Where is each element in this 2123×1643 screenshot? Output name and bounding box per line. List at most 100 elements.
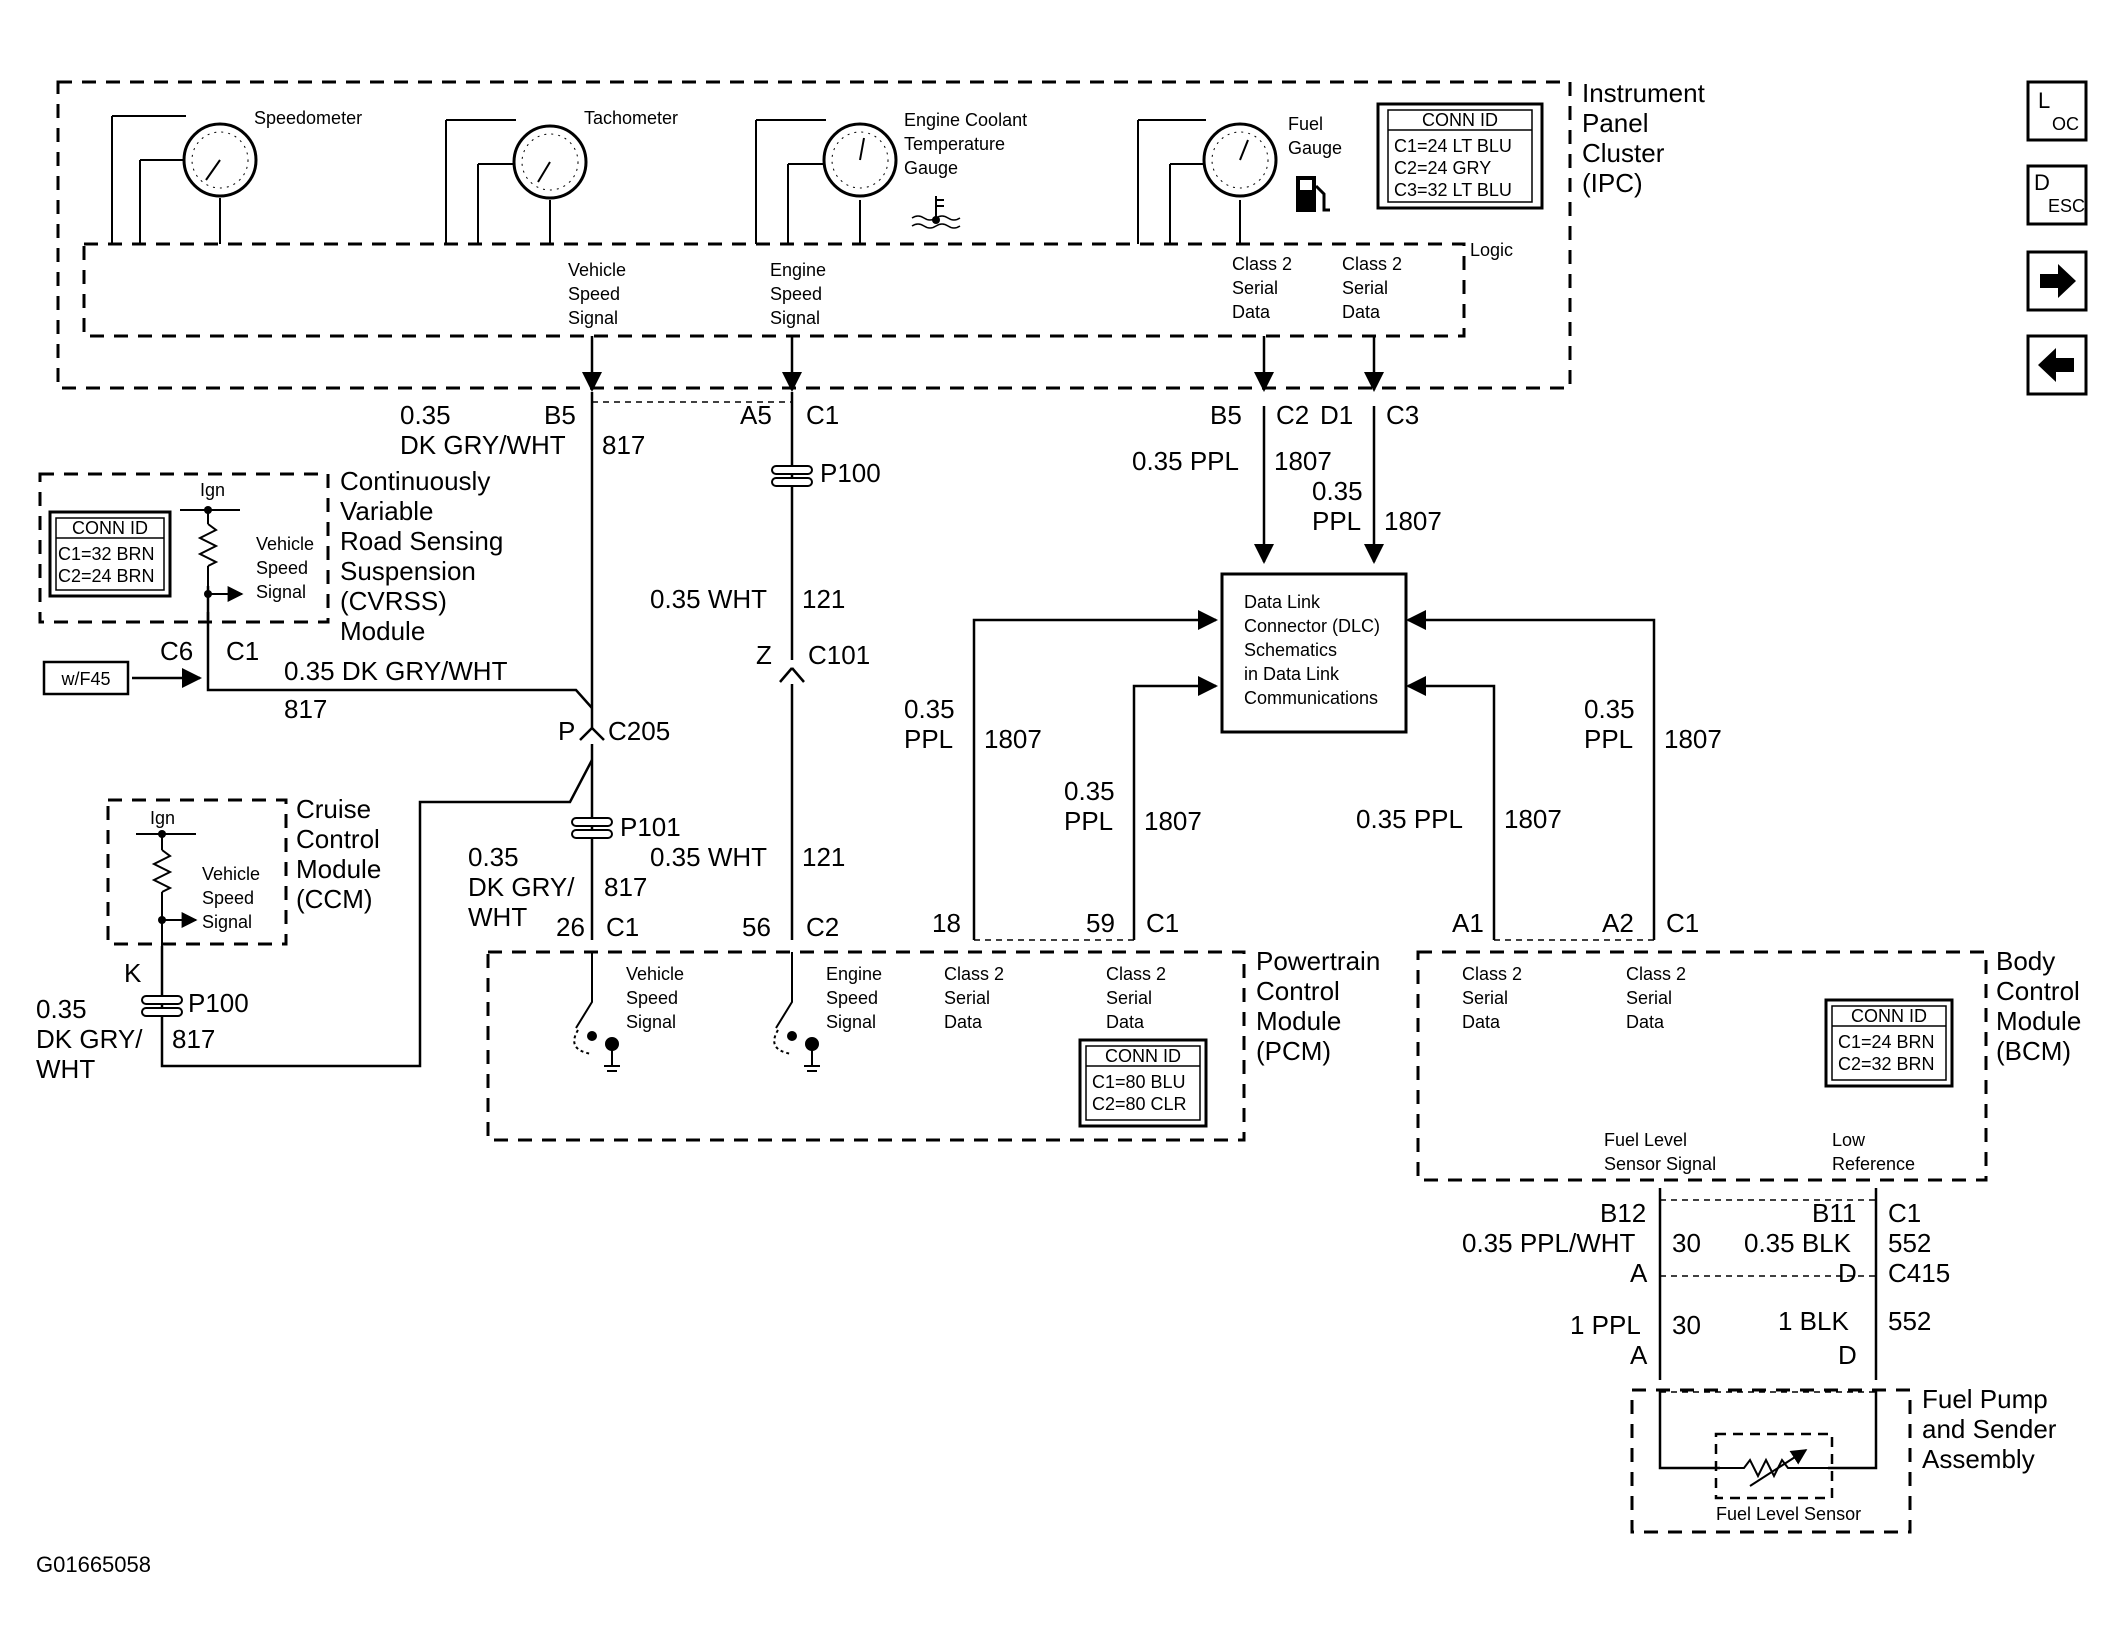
ppl-a: 0.35 PPL: [1132, 446, 1239, 476]
c415-pin-a: A: [1630, 1258, 1648, 1288]
ppl-b-color: PPL: [1312, 506, 1361, 536]
desc-label-sub: ESC: [2048, 196, 2085, 216]
cvrss-title-1: Continuously: [340, 466, 490, 496]
pcm-title-4: (PCM): [1256, 1036, 1331, 1066]
ipc-ess-label-2: Speed: [770, 284, 822, 304]
prev-page-button[interactable]: [2026, 334, 2088, 396]
bcm-class2a-3: Data: [1462, 1012, 1501, 1032]
pcm-pin-56: 56: [742, 912, 771, 942]
ipc-c3: C3: [1386, 400, 1419, 430]
ccm-color2: WHT: [36, 1054, 95, 1084]
bcm-title-3: Module: [1996, 1006, 2081, 1036]
fuel-gauge-label-2: Gauge: [1288, 138, 1342, 158]
p101-label: P101: [620, 812, 681, 842]
pcm-class2b-1: Class 2: [1106, 964, 1166, 984]
ccm-title-1: Cruise: [296, 794, 371, 824]
p-pin: P: [558, 716, 575, 746]
pcm-c2: C2: [806, 912, 839, 942]
bcm-a2-color: PPL: [1584, 724, 1633, 754]
pcm-ess-1: Engine: [826, 964, 882, 984]
pcm-vss-switch: [573, 952, 620, 1072]
bcm-conn-id-box: CONN ID C1=24 BRN C2=32 BRN: [1824, 998, 1954, 1088]
ipc-title-1: Instrument: [1582, 78, 1706, 108]
c6-label: C6: [160, 636, 193, 666]
lr-circuit: 552: [1888, 1228, 1931, 1258]
vss-color: DK GRY/WHT: [400, 430, 566, 460]
ess-circuit: 121: [802, 584, 845, 614]
pcm18-gauge: 0.35: [904, 694, 955, 724]
fuel-gauge-label-1: Fuel: [1288, 114, 1323, 134]
bcm-class2a-1: Class 2: [1462, 964, 1522, 984]
bcm-c1b: C1: [1888, 1198, 1921, 1228]
cvrss-vss-1: Vehicle: [256, 534, 314, 554]
fp-pin-d: D: [1838, 1340, 1857, 1370]
pcm-c1: C1: [606, 912, 639, 942]
bcm-fls-2: Sensor Signal: [1604, 1154, 1716, 1174]
dlc-box: Data Link Connector (DLC) Schematics in …: [1220, 572, 1408, 734]
next-page-button[interactable]: [2026, 250, 2088, 312]
pcm-conn-c1: C1=80 BLU: [1092, 1072, 1186, 1092]
k-pin: K: [124, 958, 142, 988]
bcm-lowref-1: Low: [1832, 1130, 1866, 1150]
cvrss-vss-3: Signal: [256, 582, 306, 602]
bcm-class2b-3: Data: [1626, 1012, 1665, 1032]
pcm-class2b-2: Serial: [1106, 988, 1152, 1008]
bcm-conn-c1: C1=24 BRN: [1838, 1032, 1935, 1052]
ccm-module: Cruise Control Module (CCM) Ign Vehicle …: [106, 794, 381, 946]
bcm-a1-circuit: 1807: [1504, 804, 1562, 834]
ccm-title-4: (CCM): [296, 884, 373, 914]
dlc-text-5: Communications: [1244, 688, 1378, 708]
inline-connector-p101: [571, 817, 613, 839]
ect-label-2: Temperature: [904, 134, 1005, 154]
wf45-tag: w/F45: [42, 660, 130, 696]
inline-connector-p100-ccm: [141, 995, 183, 1017]
pcm-vss-circuit: 817: [604, 872, 647, 902]
pcm-class2b-3: Data: [1106, 1012, 1145, 1032]
ccm-vss-2: Speed: [202, 888, 254, 908]
pcm-pin-18: 18: [932, 908, 961, 938]
ipc-class2b-label-2: Serial: [1342, 278, 1388, 298]
coolant-temp-icon: [911, 196, 961, 229]
fuelpump-title-1: Fuel Pump: [1922, 1384, 2048, 1414]
pcm18-circuit: 1807: [984, 724, 1042, 754]
arrow-right-icon: [2040, 264, 2076, 298]
ipc-conn-id-box: CONN ID C1=24 LT BLU C2=24 GRY C3=32 LT …: [1376, 102, 1544, 210]
pcm59-gauge: 0.35: [1064, 776, 1115, 806]
pcm-vss-color2: WHT: [468, 902, 527, 932]
loc-button[interactable]: L OC: [2026, 80, 2088, 142]
cvrss-title-4: Suspension: [340, 556, 476, 586]
cvrss-title-2: Variable: [340, 496, 433, 526]
c1-cvrss-label: C1: [226, 636, 259, 666]
bcm-conn-c2: C2=32 BRN: [1838, 1054, 1935, 1074]
cvrss-wire: 0.35 DK GRY/WHT: [284, 656, 508, 686]
cvrss-conn-c2: C2=24 BRN: [58, 566, 155, 586]
connector-dashes: [592, 401, 1876, 1393]
ess-pin: A5: [740, 400, 772, 430]
lr-circuit2: 552: [1888, 1306, 1931, 1336]
bcm-pin-a1: A1: [1452, 908, 1484, 938]
vss-gauge: 0.35: [400, 400, 451, 430]
lr-wire: 0.35 BLK: [1744, 1228, 1852, 1258]
dlc-text-2: Connector (DLC): [1244, 616, 1380, 636]
c415-pin-d: D: [1838, 1258, 1857, 1288]
fuel-pump-icon: [1296, 176, 1330, 212]
bcm-conn-title: CONN ID: [1851, 1006, 1927, 1026]
ect-label-1: Engine Coolant: [904, 110, 1027, 130]
c415-label: C415: [1888, 1258, 1950, 1288]
desc-button[interactable]: D ESC: [2026, 164, 2088, 226]
ccm-vss-1: Vehicle: [202, 864, 260, 884]
dlc-text-3: Schematics: [1244, 640, 1337, 660]
pcm-conn-id-box: CONN ID C1=80 BLU C2=80 CLR: [1078, 1038, 1208, 1128]
bcm-class2a-2: Serial: [1462, 988, 1508, 1008]
loc-label-sub: OC: [2052, 114, 2079, 134]
ccm-title-2: Control: [296, 824, 380, 854]
ipc-title-2: Panel: [1582, 108, 1649, 138]
pcm-vss-2: Speed: [626, 988, 678, 1008]
cvrss-ign: Ign: [200, 480, 225, 500]
pcm-class2a-3: Data: [944, 1012, 983, 1032]
pcm-pin-26: 26: [556, 912, 585, 942]
cvrss-title-6: Module: [340, 616, 425, 646]
fuel-gauge: Fuel Gauge: [1137, 114, 1342, 244]
dlc-text-4: in Data Link: [1244, 664, 1340, 684]
